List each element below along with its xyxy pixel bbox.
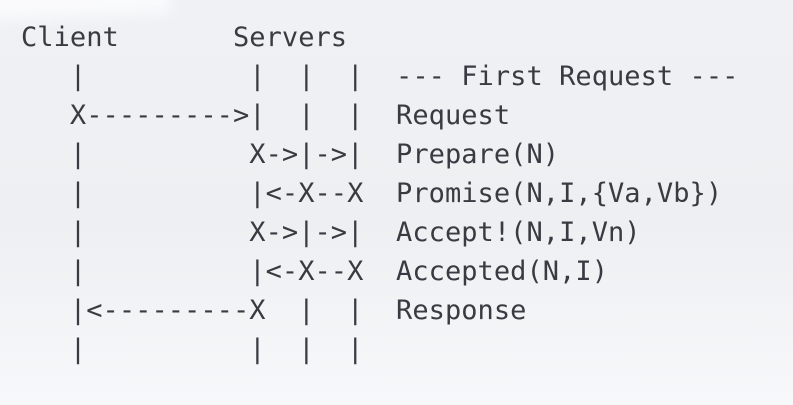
line-message-response: |<---------X | | Response: [21, 295, 527, 326]
line-message-prepare: | X->|->| Prepare(N): [21, 139, 560, 170]
background-artifact: [0, 0, 171, 20]
line-participants-header: Client Servers: [21, 22, 348, 53]
line-message-request: X--------->| | | Request: [21, 100, 511, 131]
line-first-request-banner: | | | | --- First Request ---: [21, 61, 739, 92]
paxos-ascii-diagram: Client Servers | | | | --- First Request…: [21, 18, 738, 369]
line-message-promise: | |<-X--X Promise(N,I,{Va,Vb}): [21, 178, 723, 209]
line-lifelines-footer: | | | |: [21, 334, 364, 365]
line-message-accept: | X->|->| Accept!(N,I,Vn): [21, 217, 641, 248]
line-message-accepted: | |<-X--X Accepted(N,I): [21, 256, 608, 287]
